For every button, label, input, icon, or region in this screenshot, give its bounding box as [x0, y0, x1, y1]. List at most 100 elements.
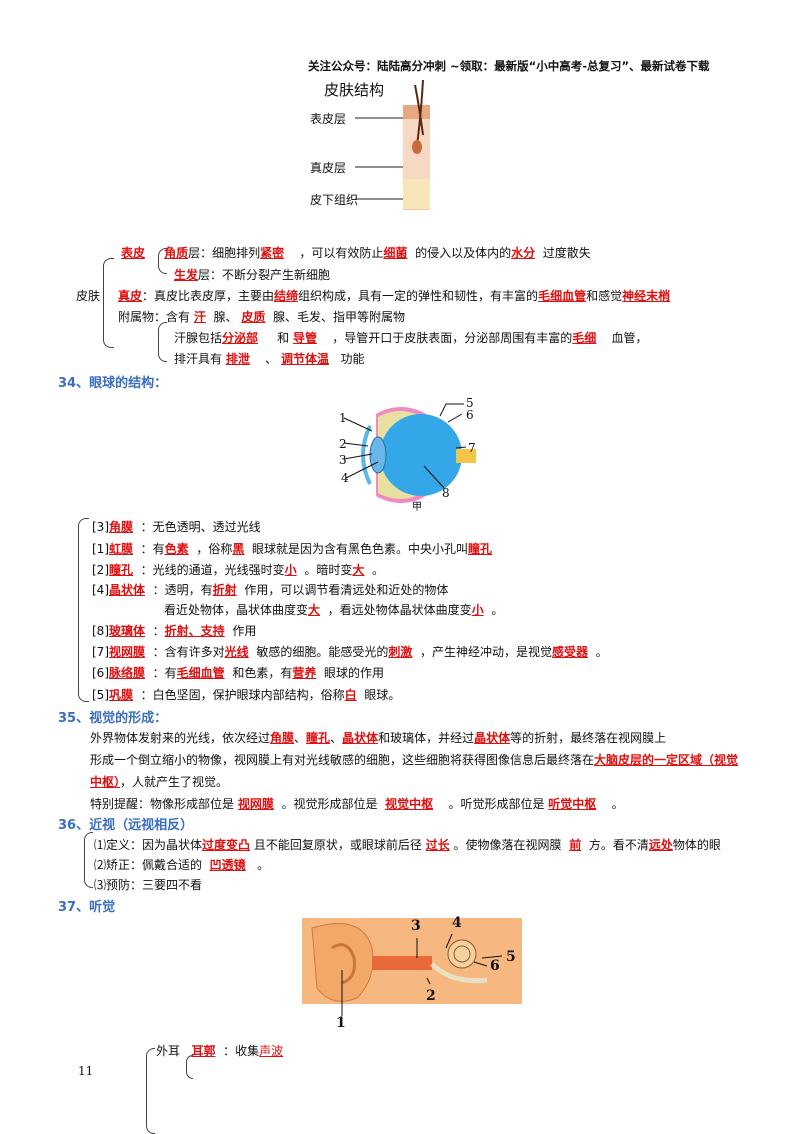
outer-ear-brace	[186, 1055, 193, 1079]
answer: 虹膜	[109, 542, 134, 556]
text: ：有	[152, 666, 177, 680]
skin-line-6: 排汗具有 排泄 、 调节体温 功能	[174, 350, 364, 367]
text: 附属物：含有	[118, 310, 191, 324]
text: 和感觉	[586, 289, 623, 303]
text: ：真皮比表皮厚，主要由	[142, 289, 275, 303]
skin-brace	[103, 258, 114, 348]
eye-line: [1]虹膜 ：有色素 ，俗称黑 眼球就是因为含有黑色色素。中央小孔叫瞳孔	[92, 540, 500, 557]
ear-brace	[146, 1048, 155, 1134]
section-35-title: 35、视觉的形成：	[58, 711, 168, 726]
text: 。	[595, 645, 608, 659]
answer: 角膜	[109, 520, 134, 534]
answer: 视网膜	[237, 797, 274, 811]
eye-num-7: 7	[468, 441, 476, 455]
answer-epidermis: 表皮	[121, 246, 146, 260]
text: ：无色透明、透过光线	[140, 520, 261, 534]
text: 眼球就是因为含有黑色色素。中央小孔叫	[252, 542, 469, 556]
text: 腺、毛发、指甲等附属物	[273, 310, 406, 324]
eye-diagram	[343, 403, 476, 503]
vision-para-line-1: 外界物体发射来的光线，依次经过角膜、瞳孔、晶状体和玻璃体，并经过晶状体等的折射，…	[90, 729, 666, 746]
eye-num-5: 5	[466, 396, 474, 410]
skin-structure-figure: 皮肤结构 表皮层 真皮层 皮下组织	[300, 75, 430, 210]
ear-num-4: 4	[452, 915, 462, 931]
skin-figure-title: 皮肤结构	[324, 81, 385, 99]
section-34-title: 34、眼球的结构：	[58, 376, 168, 391]
answer: 耳郭	[191, 1044, 216, 1058]
answer: 营养	[292, 666, 317, 680]
text: 方。看不清	[588, 838, 649, 852]
answer: 分泌部	[222, 331, 259, 345]
text: ：含有许多对	[152, 645, 225, 659]
answer: 调节体温	[280, 352, 329, 366]
eye-num-8: 8	[442, 486, 450, 500]
text: ：	[152, 624, 165, 638]
vision-para-line-3: 中枢），人就产生了视觉。	[90, 773, 228, 790]
answer: 皮质	[241, 310, 266, 324]
answer: 小	[284, 563, 297, 577]
answer: 毛细血管	[538, 289, 587, 303]
answer: 视网膜	[109, 645, 146, 659]
appendage-brace	[158, 322, 167, 362]
text: 组织构成，具有一定的弹性和韧性，有丰富的	[298, 289, 539, 303]
text: 外耳	[156, 1044, 181, 1058]
answer: 瞳孔	[468, 542, 493, 556]
text: 等的折射，最终落在视网膜上	[510, 731, 667, 745]
answer: 角膜	[270, 731, 295, 745]
section-37-title: 37、听觉	[58, 900, 116, 915]
answer: 排泄	[225, 352, 250, 366]
text: 看近处物体，晶状体曲度变	[164, 603, 309, 617]
text: 外界物体发射来的光线，依次经过	[90, 731, 271, 745]
eye-brace	[78, 518, 89, 702]
answer: 汗	[193, 310, 206, 324]
text: ，看远处物体晶状体曲度变	[327, 603, 472, 617]
text: 眼球的作用	[324, 666, 385, 680]
text: 。	[257, 858, 270, 872]
answer: 大	[308, 603, 321, 617]
answer: 折射	[212, 583, 237, 597]
answer: 黑	[232, 542, 245, 556]
text: 功能	[340, 352, 365, 366]
skin-line-5: 汗腺包括分泌部 和 导管 ，导管开口于皮肤表面，分泌部周围有丰富的毛细 血管，	[174, 329, 648, 346]
skin-root-label: 皮肤	[76, 289, 101, 303]
answer: 玻璃体	[109, 624, 146, 638]
answer: 听觉中枢	[548, 797, 597, 811]
text: ⑵矫正：佩戴合适的	[94, 858, 203, 872]
answer: 色素	[164, 542, 189, 556]
text: 汗腺包括	[174, 331, 223, 345]
skin-line-2: 生发层：不断分裂产生新细胞	[174, 266, 330, 283]
text: 和玻璃体，并经过	[378, 731, 475, 745]
text: 。使物像落在视网膜	[453, 838, 562, 852]
text: ：透明，有	[152, 583, 213, 597]
myopia-prevention: ⑶预防：三要四不看	[94, 878, 203, 892]
text: [8]	[92, 624, 109, 638]
text: 形成一个倒立缩小的物像，视网膜上有对光线敏感的细胞，这些细胞将获得图像信息后最终…	[90, 753, 595, 767]
answer: 水分	[511, 246, 536, 260]
ear-num-3: 3	[411, 918, 421, 934]
text: [6]	[92, 666, 109, 680]
text: 。听觉形成部位是	[448, 797, 545, 811]
eye-line: [8]玻璃体 ：折射、支持 作用	[92, 622, 256, 639]
text: 和色素，有	[232, 666, 293, 680]
answer: 视觉中枢	[385, 797, 434, 811]
eye-line: [2]瞳孔 ：光线的通道，光线强时变小 。暗时变大 。	[92, 561, 384, 578]
myopia-definition: ⑴定义：因为晶状体过度变凸 且不能回复原状，或眼球前后径 过长 。使物像落在视网…	[94, 836, 721, 853]
skin-label-epidermis: 表皮层	[310, 112, 347, 126]
text: 层：不断分裂产生新细胞	[198, 268, 331, 282]
eye-line: [5]巩膜 ：白色坚固，保护眼球内部结构，俗称白 眼球。	[92, 686, 400, 703]
answer: 真皮	[118, 289, 143, 303]
text: ：白色坚固，保护眼球内部结构，俗称	[140, 688, 345, 702]
ear-num-5: 5	[506, 949, 516, 965]
vision-para-line-2: 形成一个倒立缩小的物像，视网膜上有对光线敏感的细胞，这些细胞将获得图像信息后最终…	[90, 751, 738, 768]
eye-num-3: 3	[339, 453, 347, 467]
text: 。	[372, 563, 385, 577]
text: 、	[294, 731, 307, 745]
text: ，人就产生了视觉。	[120, 775, 229, 789]
answer: 过长	[425, 838, 450, 852]
text: ⑴定义：因为晶状体	[94, 838, 203, 852]
eye-num-6: 6	[466, 408, 474, 422]
text: [2]	[92, 563, 109, 577]
answer: 结缔	[274, 289, 299, 303]
text: 层：细胞排列	[188, 246, 261, 260]
text: 眼球。	[364, 688, 401, 702]
answer: 瞳孔	[109, 563, 134, 577]
